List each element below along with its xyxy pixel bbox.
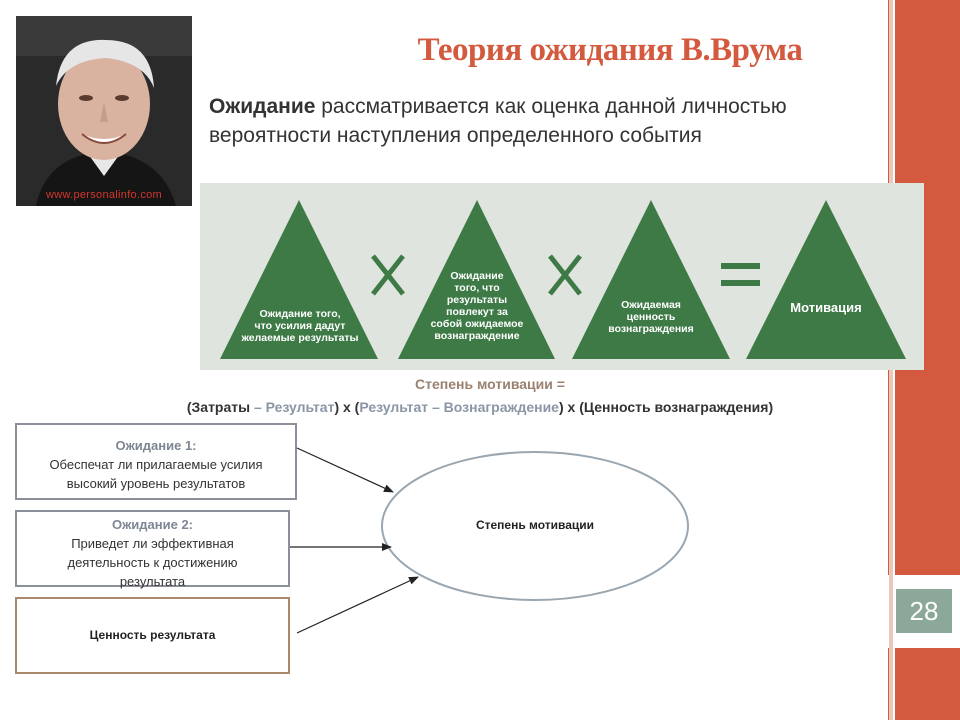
arrow-expectancy-1 [296, 447, 394, 493]
triangles-graphic [220, 200, 906, 359]
expectancy-1-heading: Ожидание 1: [115, 438, 197, 453]
portrait-illustration [16, 16, 192, 206]
triangle-effort-performance [220, 200, 378, 359]
equals-sign [721, 263, 760, 286]
motivation-ellipse-label: Степень мотивации [475, 518, 595, 532]
valence-box: Ценность результата [15, 597, 290, 674]
triangle-reward-value [572, 200, 730, 359]
definition-body: рассматривается как оценка данной личнос… [209, 95, 787, 147]
portrait-photo: www.personalinfo.com [16, 16, 192, 206]
motivation-formula: (Затраты – Результат) x (Результат – Воз… [186, 399, 774, 415]
definition-term: Ожидание [209, 95, 316, 118]
decorative-band-bottom [888, 648, 960, 720]
triangle-performance-reward [398, 200, 555, 359]
valence-text: Ценность результата [89, 628, 216, 642]
slide-title: Теория ожидания В.Врума [417, 32, 803, 68]
triangle-4-label: Мотивация [790, 300, 862, 315]
expectancy-2-text: Приведет ли эффективная деятельность к д… [67, 536, 238, 589]
expectancy-1-text: Обеспечат ли прилагаемые усилия высокий … [49, 457, 263, 491]
multiply-sign-1 [371, 254, 405, 296]
expectancy-1-box: Ожидание 1: Обеспечат ли прилагаемые уси… [15, 423, 297, 500]
arrow-valence [296, 576, 419, 634]
expectancy-2-box: Ожидание 2: Приведет ли эффективная деят… [15, 510, 290, 589]
multiply-sign-2 [548, 254, 582, 296]
page-number: 28 [896, 589, 952, 633]
triangle-motivation [746, 200, 906, 359]
formula-title: Степень мотивации = [415, 376, 565, 392]
photo-watermark: www.personalinfo.com [45, 189, 163, 201]
expectancy-2-heading: Ожидание 2: [111, 517, 194, 532]
definition-text: Ожидание рассматривается как оценка данн… [209, 92, 879, 150]
